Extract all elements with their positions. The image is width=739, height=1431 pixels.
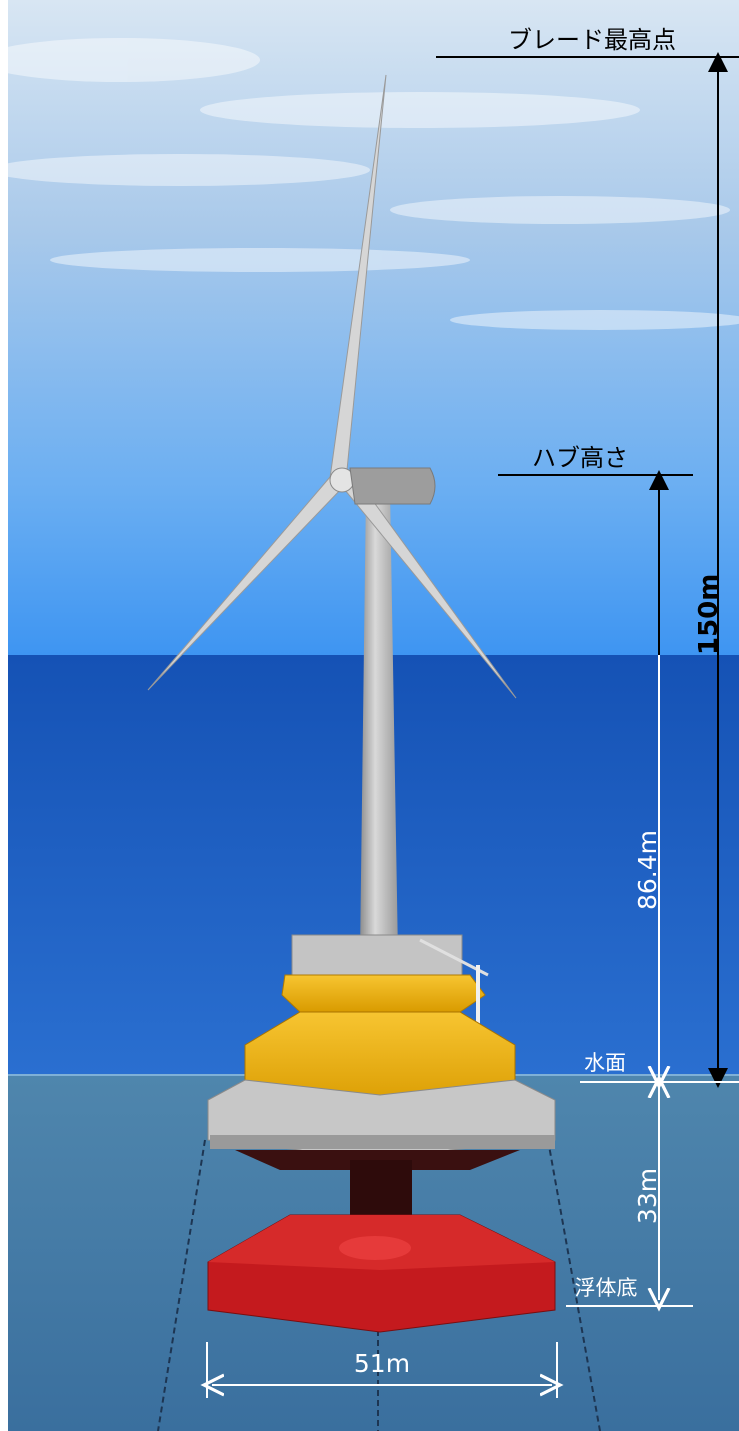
float-bottom-label: 浮体底 [575, 1276, 638, 1300]
float-width-value: 51m [354, 1349, 410, 1378]
dimension-float-width: 51m [207, 1342, 557, 1398]
dimension-total-height: 150m ブレード最高点 [436, 26, 739, 1088]
total-height-value: 150m [694, 574, 724, 655]
floater-deck [281, 934, 489, 1060]
floater-base-dome [339, 1236, 411, 1260]
hub-height-value: 86.4m [633, 830, 662, 910]
dimension-hub-height: ハブ高さ 86.4m [498, 444, 693, 1078]
nacelle [349, 467, 436, 505]
hub-height-label: ハブ高さ [532, 444, 628, 472]
floater-rim [210, 1135, 555, 1149]
draft-value: 33m [633, 1168, 662, 1224]
dimension-draft: 33m 浮体底 [566, 1086, 693, 1306]
tower [360, 490, 398, 955]
blade-top-label: ブレード最高点 [508, 26, 676, 54]
water-surface-label: 水面 [584, 1051, 626, 1075]
floater-stem [350, 1160, 412, 1218]
rotor-blades [147, 74, 517, 699]
